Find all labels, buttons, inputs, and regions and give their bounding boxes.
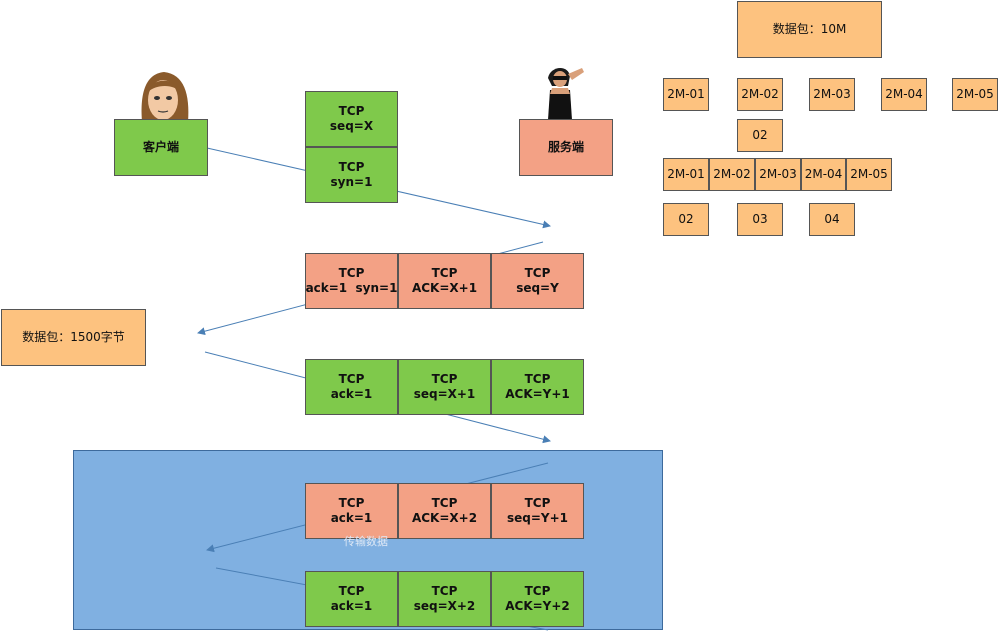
- data-server-cell-2: TCP ACK=X+2: [398, 483, 491, 539]
- segment-row2-2: 2M-02: [709, 158, 755, 191]
- packet-1500-box: 数据包：1500字节: [1, 309, 146, 366]
- synack-cell-2: TCP ACK=X+1: [398, 253, 491, 309]
- ack-cell-3: TCP ACK=Y+1: [491, 359, 584, 415]
- segment-row1-3: 2M-03: [809, 78, 855, 111]
- segment-row3-1: 02: [663, 203, 709, 236]
- client-box: 客户端: [114, 119, 208, 176]
- segment-row3-2: 03: [737, 203, 783, 236]
- ack-cell-1: TCP ack=1: [305, 359, 398, 415]
- segment-row2-4: 2M-04: [801, 158, 846, 191]
- packet-10m-box: 数据包：10M: [737, 1, 882, 58]
- syn-flag-box: TCP syn=1: [305, 147, 398, 203]
- segment-row1-4: 2M-04: [881, 78, 927, 111]
- segment-row1-5: 2M-05: [952, 78, 998, 111]
- segment-row1-1: 2M-01: [663, 78, 709, 111]
- segment-row2-1: 2M-01: [663, 158, 709, 191]
- data-server-cell-1: TCP ack=1: [305, 483, 398, 539]
- segment-row2-3: 2M-03: [755, 158, 801, 191]
- data-client-cell-2: TCP seq=X+2: [398, 571, 491, 627]
- segment-row2-5: 2M-05: [846, 158, 892, 191]
- synack-cell-3: TCP seq=Y: [491, 253, 584, 309]
- server-label: 服务端: [547, 140, 584, 154]
- packet-1500-label: 数据包：1500字节: [22, 330, 125, 344]
- segment-single: 02: [737, 119, 783, 152]
- server-person-icon: [538, 62, 588, 124]
- data-client-cell-3: TCP ACK=Y+2: [491, 571, 584, 627]
- packet-10m-label: 数据包：10M: [772, 22, 847, 36]
- data-client-cell-1: TCP ack=1: [305, 571, 398, 627]
- segment-row3-3: 04: [809, 203, 855, 236]
- data-server-cell-3: TCP seq=Y+1: [491, 483, 584, 539]
- synack-cell-1: TCP ack=1 syn=1: [305, 253, 398, 309]
- client-label: 客户端: [142, 140, 179, 154]
- client-person-icon: [136, 66, 192, 126]
- segment-row1-2: 2M-02: [737, 78, 783, 111]
- ack-cell-2: TCP seq=X+1: [398, 359, 491, 415]
- transfer-faint-label: 传输数据: [344, 535, 388, 548]
- server-box: 服务端: [519, 119, 613, 176]
- syn-seq-box: TCP seq=X: [305, 91, 398, 147]
